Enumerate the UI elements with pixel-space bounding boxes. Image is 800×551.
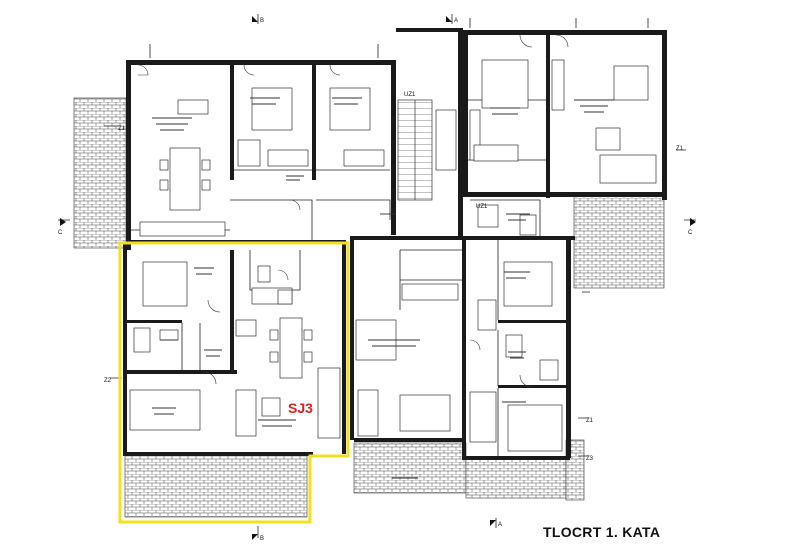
terrace-bottom-right	[465, 457, 567, 499]
terrace-bottom-left	[124, 454, 308, 518]
section-c-right: C	[688, 230, 693, 236]
section-markers	[60, 16, 696, 540]
section-b-bottom: B	[260, 536, 264, 542]
unit-highlight-outline	[118, 241, 350, 524]
furniture	[129, 59, 657, 452]
section-a-bottom: A	[498, 522, 502, 528]
exterior-walls	[123, 28, 667, 460]
section-b-top: B	[260, 18, 264, 24]
axis-mark-4: Z3	[586, 456, 594, 462]
terrace-left-top	[73, 97, 127, 249]
terrace-right-top	[573, 195, 665, 289]
unit-label-sj3: SJ3	[288, 400, 313, 416]
terrace-bottom-mid	[353, 442, 467, 494]
axis-mark-6: UZ1	[476, 204, 488, 210]
axis-mark-7: Z1	[586, 418, 594, 424]
axis-mark-2: Z1	[676, 146, 684, 152]
plan-title: TLOCRT 1. KATA	[543, 524, 661, 540]
elevator	[435, 109, 457, 171]
axis-mark-5: UZ1	[404, 92, 416, 98]
section-a-top: A	[454, 18, 458, 24]
axis-mark-1: Z1	[118, 126, 126, 132]
section-c-left: C	[58, 230, 63, 236]
axis-mark-3: Z2	[104, 378, 112, 384]
room-annotations	[152, 97, 614, 479]
doors	[137, 34, 569, 388]
